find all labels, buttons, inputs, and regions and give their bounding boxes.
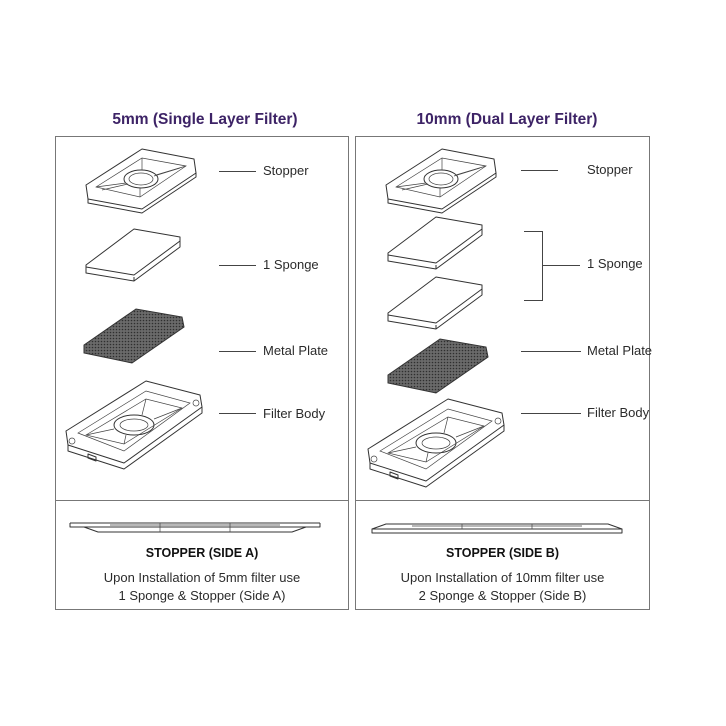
- left-stopper-label-text: Stopper: [263, 163, 309, 178]
- left-sponge-drawing: [85, 228, 181, 282]
- right-metal-plate-leader: [521, 351, 581, 352]
- left-sponge-label: 1 Sponge: [263, 257, 319, 272]
- left-stopper-drawing: [85, 148, 197, 214]
- right-filter-body-leader: [521, 413, 581, 414]
- left-metal-plate-label: Metal Plate: [263, 343, 329, 358]
- left-metal-plate-leader: [219, 351, 256, 352]
- left-caption-title: STOPPER (SIDE A): [145, 546, 259, 560]
- right-sponge-bracket: [524, 231, 543, 301]
- right-caption-line1: Upon Installation of 10mm filter use: [400, 570, 605, 585]
- right-stopper-side-drawing: [371, 523, 623, 534]
- left-stopper-leader: [219, 171, 256, 172]
- right-sponge-2-drawing: [387, 276, 483, 330]
- right-caption-title: STOPPER (SIDE B): [446, 546, 559, 560]
- right-filter-body-drawing: [367, 398, 505, 488]
- left-heading: 5mm (Single Layer Filter): [112, 111, 298, 128]
- right-stopper-drawing: [385, 148, 497, 214]
- left-metal-plate-drawing: [83, 308, 185, 364]
- left-filter-body-leader: [219, 413, 256, 414]
- right-stopper-leader: [521, 170, 558, 171]
- right-heading: 10mm (Dual Layer Filter): [416, 111, 598, 128]
- left-stopper-side-drawing: [69, 522, 321, 533]
- left-caption-line2: 1 Sponge & Stopper (Side A): [118, 588, 286, 603]
- left-divider: [56, 500, 348, 501]
- right-metal-plate-label: Metal Plate: [587, 343, 653, 358]
- right-stopper-label: Stopper: [587, 162, 633, 177]
- right-divider: [356, 500, 649, 501]
- right-metal-plate-drawing: [387, 338, 489, 394]
- left-sponge-leader: [219, 265, 256, 266]
- right-panel: Stopper 1 Sponge Metal Plate Filter Body…: [355, 136, 653, 610]
- right-sponge-1-drawing: [387, 216, 483, 270]
- left-filter-body-label: Filter Body: [263, 406, 326, 421]
- right-sponge-label: 1 Sponge: [587, 256, 643, 271]
- right-sponge-leader: [542, 265, 580, 266]
- left-filter-body-drawing: [65, 380, 203, 470]
- left-caption-line1: Upon Installation of 5mm filter use: [103, 570, 301, 585]
- right-filter-body-label: Filter Body: [587, 405, 650, 420]
- left-panel: Stopper 1 Sponge Metal Plate Filter Body…: [55, 136, 349, 610]
- right-caption-line2: 2 Sponge & Stopper (Side B): [418, 588, 587, 603]
